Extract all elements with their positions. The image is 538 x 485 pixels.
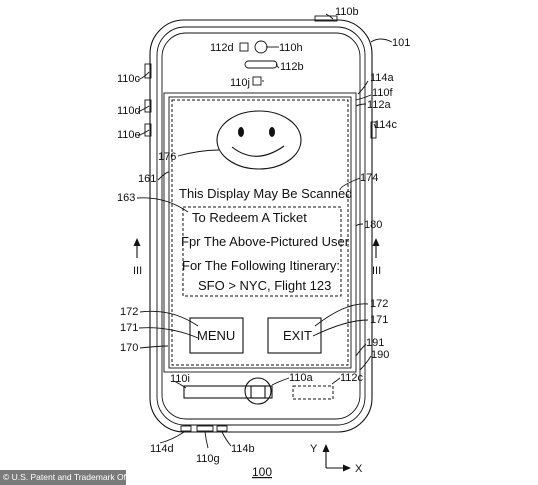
menu-button-frame [189, 317, 244, 354]
label-110c: 110c [117, 73, 141, 85]
label-171-left: 171 [120, 322, 138, 334]
section-label-right: III [372, 265, 381, 277]
label-110h: 110h [279, 42, 303, 54]
ticket-text-region [182, 206, 342, 297]
axis-label-x: X [355, 463, 363, 475]
label-114d: 114d [150, 443, 174, 455]
side-button-110d [144, 99, 152, 113]
label-172-right: 172 [370, 298, 388, 310]
label-112b: 112b [280, 61, 304, 73]
slider-bar-110i [183, 385, 273, 399]
label-174: 174 [360, 172, 378, 184]
exit-button-frame [267, 317, 322, 354]
side-button-110c [144, 63, 152, 79]
label-172-left: 172 [120, 306, 138, 318]
section-label-left: III [133, 265, 142, 277]
exit-button[interactable]: EXIT [283, 328, 312, 343]
section-arrowhead-right [372, 238, 380, 246]
label-191: 191 [366, 337, 384, 349]
y-axis-arrowhead [322, 444, 330, 452]
label-112c: 112c [340, 372, 364, 384]
home-button-110a [244, 377, 272, 405]
label-114b: 114b [231, 443, 255, 455]
screen-line-1: This Display May Be Scanned [179, 186, 352, 201]
screen-line-2: To Redeem A Ticket [192, 210, 307, 225]
phone-inner-body [156, 26, 366, 426]
label-114a: 114a [370, 72, 395, 84]
label-110i: 110i [170, 373, 190, 385]
port-114d [180, 425, 192, 432]
label-101: 101 [392, 37, 410, 49]
leader-lines [136, 13, 393, 449]
label-110a: 110a [289, 372, 314, 384]
display-inner [168, 96, 352, 369]
screen-line-4: For The Following Itinerary: [182, 258, 340, 273]
label-171-right: 171 [370, 314, 388, 326]
label-110d: 110d [117, 105, 141, 117]
section-arrowhead-left [133, 238, 141, 246]
x-axis-arrowhead [343, 464, 351, 472]
label-110f: 110f [372, 87, 394, 99]
credit-banner [0, 470, 126, 485]
figure-number: 100 [252, 465, 272, 479]
display-outer [163, 92, 357, 373]
label-110j: 110j [230, 77, 250, 89]
label-110b: 110b [335, 6, 359, 18]
sensor-112c [292, 385, 334, 400]
label-110e: 110e [117, 129, 141, 141]
label-114c: 114c [374, 119, 398, 131]
label-112a: 112a [367, 99, 392, 111]
sensor-112d [239, 42, 249, 52]
label-161: 161 [138, 173, 156, 185]
user-face [216, 110, 302, 170]
port-114b [216, 425, 228, 432]
side-button-110e [144, 123, 152, 137]
credit-text: © U.S. Patent and Trademark Office [3, 472, 139, 482]
top-button [314, 15, 338, 22]
label-163: 163 [117, 192, 135, 204]
label-170: 170 [120, 342, 138, 354]
menu-button[interactable]: MENU [197, 328, 235, 343]
face-smile [231, 145, 285, 157]
label-190: 190 [371, 349, 389, 361]
label-110g: 110g [196, 453, 220, 465]
screen-line-3: Fpr The Above-Pictured User [181, 234, 350, 249]
sensor-110j [252, 76, 262, 86]
label-176: 176 [158, 151, 176, 163]
screen-line-5: SFO > NYC, Flight 123 [198, 278, 331, 293]
slider-knob [250, 385, 266, 399]
face-eye-right [269, 127, 275, 137]
side-button-114c [370, 121, 377, 139]
scan-region [171, 99, 349, 366]
speaker-112b [244, 60, 278, 69]
label-112d: 112d [210, 42, 234, 54]
label-180: 180 [364, 219, 382, 231]
axis-label-y: Y [310, 443, 318, 455]
phone-bezel [161, 32, 361, 420]
port-110g [196, 425, 214, 432]
camera-110h [254, 40, 268, 54]
face-eye-left [238, 127, 244, 137]
phone-outer-body [149, 19, 373, 433]
